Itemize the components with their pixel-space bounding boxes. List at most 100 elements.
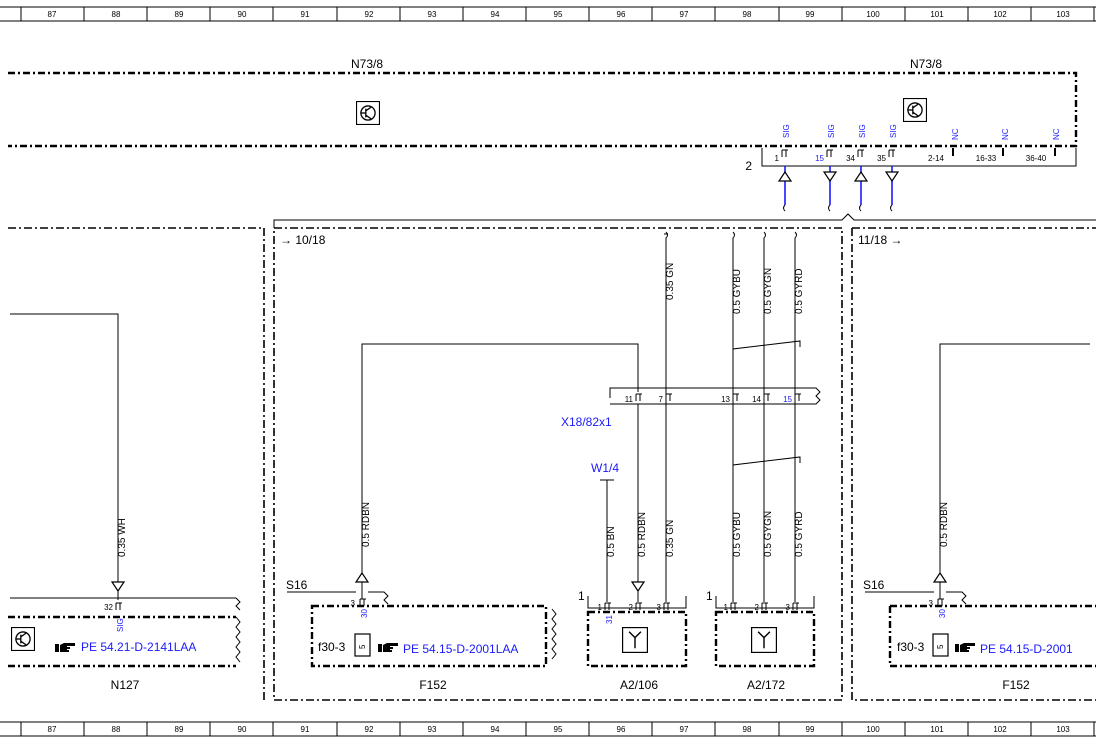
transistor-icon <box>356 101 380 125</box>
ruler-number: 92 <box>365 725 374 734</box>
ref-left: → 10/18 <box>280 233 326 247</box>
a2-106-label: A2/106 <box>620 678 658 692</box>
wire-label: 0.5 GYGN <box>763 511 774 557</box>
ruler-number: 87 <box>48 725 57 734</box>
wire-label: 0.35 WH <box>117 518 128 557</box>
pin-number: 15 <box>815 154 824 163</box>
pin-number: 11 <box>625 395 634 404</box>
pe-reference-n127[interactable]: PE 54.21-D-2141LAA <box>81 640 196 654</box>
pin-number: 2-14 <box>928 154 945 163</box>
fuse-label-right: f30-3 <box>897 640 925 654</box>
ruler-number: 89 <box>175 10 184 19</box>
ruler-number: 88 <box>112 725 121 734</box>
wire-label: 0.5 BN <box>606 526 617 557</box>
ruler-number: 102 <box>993 725 1007 734</box>
a2-172-number: 1 <box>706 589 713 603</box>
pin-31: 31 <box>605 615 614 624</box>
ruler-top: 87 88 89 90 91 92 93 94 95 96 97 98 99 1… <box>0 6 1096 22</box>
pin-number: 7 <box>659 395 664 404</box>
pin-number: 1 <box>598 603 603 612</box>
nc-label: NC <box>951 128 960 140</box>
ref-right: 11/18 → <box>858 233 902 247</box>
wire-label: 0.5 RDBN <box>361 502 372 547</box>
sig-label: SIG <box>889 124 898 138</box>
sig-label: SIG <box>827 124 836 138</box>
pin-number: 1 <box>775 154 780 163</box>
antenna-icon <box>751 627 777 653</box>
pin-number: 32 <box>104 603 113 612</box>
f152-label: F152 <box>419 678 447 692</box>
w1-4-label[interactable]: W1/4 <box>591 461 619 475</box>
pin-number: 13 <box>721 395 730 404</box>
pin-30: 30 <box>938 609 947 618</box>
pin-number: 34 <box>846 154 855 163</box>
reference-hand-icon <box>378 643 398 652</box>
reference-hand-icon <box>55 643 75 652</box>
ruler-number: 102 <box>993 10 1007 19</box>
transistor-icon <box>11 627 35 651</box>
a2-106-number: 1 <box>578 589 585 603</box>
wire-label: 0.5 GYBU <box>732 512 743 557</box>
signal-wires <box>777 166 900 212</box>
n127-label: N127 <box>111 678 140 692</box>
pe-reference-f152-right[interactable]: PE 54.15-D-2001 <box>980 642 1073 656</box>
a2-106-unit: 1 1 2 3 31 A2/106 <box>578 589 688 692</box>
x18-label[interactable]: X18/82x1 <box>561 415 612 429</box>
ruler-number: 99 <box>806 10 815 19</box>
n73-8-label-left: N73/8 <box>351 57 383 71</box>
ruler-number: 91 <box>301 10 310 19</box>
nc-label: NC <box>1052 128 1061 140</box>
ruler-number: 94 <box>491 725 500 734</box>
ruler-number: 87 <box>48 10 57 19</box>
n73-8-unit: N73/8 N73/8 2 SIG SIG SIG SIG NC NC NC 1… <box>8 57 1078 212</box>
f152-right-label: F152 <box>1002 678 1030 692</box>
wire-label: 0.35 GN <box>665 263 676 300</box>
ruler-number: 96 <box>617 10 626 19</box>
x18-connector: 11 7 13 14 15 X18/82x1 <box>561 387 821 429</box>
ruler-number: 91 <box>301 725 310 734</box>
ruler-number: 95 <box>554 10 563 19</box>
wire-label: 0.5 RDBN <box>939 502 950 547</box>
pin-number: 14 <box>752 395 761 404</box>
wire-label: 0.5 GYGN <box>763 268 774 314</box>
wire-label: 0.5 GYBU <box>732 269 743 314</box>
ruler-number: 99 <box>806 725 815 734</box>
ruler-number: 103 <box>1056 725 1070 734</box>
s16-label: S16 <box>286 578 308 592</box>
ruler-number: 92 <box>365 10 374 19</box>
pin-number: 3 <box>657 603 662 612</box>
transistor-icon <box>903 98 927 122</box>
pin-number: 3 <box>929 599 934 608</box>
ruler-number: 88 <box>112 10 121 19</box>
wire-label: 0.35 GN <box>665 520 676 557</box>
ruler-number: 98 <box>743 10 752 19</box>
ruler-number: 93 <box>428 725 437 734</box>
n127-section: 0.35 WH 32 SIG PE 54.21-D-2141LAA N127 <box>8 313 241 692</box>
a2-172-unit: 1 1 2 3 A2/172 <box>706 589 816 692</box>
antenna-icon <box>622 627 648 653</box>
sig-label: SIG <box>858 124 867 138</box>
pin-number: 35 <box>877 154 886 163</box>
wires: 0.35 GN 0.35 GN 0.5 GYBU 0.5 GYGN 0.5 GY… <box>591 231 805 602</box>
ruler-number: 96 <box>617 725 626 734</box>
ruler-number: 95 <box>554 725 563 734</box>
wire-label: 0.5 GYRD <box>794 511 805 557</box>
pin-30: 30 <box>360 609 369 618</box>
ruler-number: 97 <box>680 725 689 734</box>
fuse-rating: 5 <box>358 644 367 649</box>
fuse-icon <box>354 633 371 657</box>
pin-number: 36-40 <box>1026 154 1047 163</box>
pin-number: 3 <box>351 599 356 608</box>
n73-8-label-right: N73/8 <box>910 57 942 71</box>
ruler-number: 101 <box>930 725 944 734</box>
pin-number: 16-33 <box>976 154 997 163</box>
pin-number: 1 <box>724 603 729 612</box>
fuse-label: f30-3 <box>318 640 346 654</box>
ruler-number: 100 <box>866 725 880 734</box>
ruler-bottom: 87 88 89 90 91 92 93 94 95 96 97 98 99 1… <box>0 721 1096 737</box>
pe-reference-f152[interactable]: PE 54.15-D-2001LAA <box>403 642 518 656</box>
sig-label: SIG <box>782 124 791 138</box>
pin-number: 15 <box>783 395 792 404</box>
ruler-number: 97 <box>680 10 689 19</box>
